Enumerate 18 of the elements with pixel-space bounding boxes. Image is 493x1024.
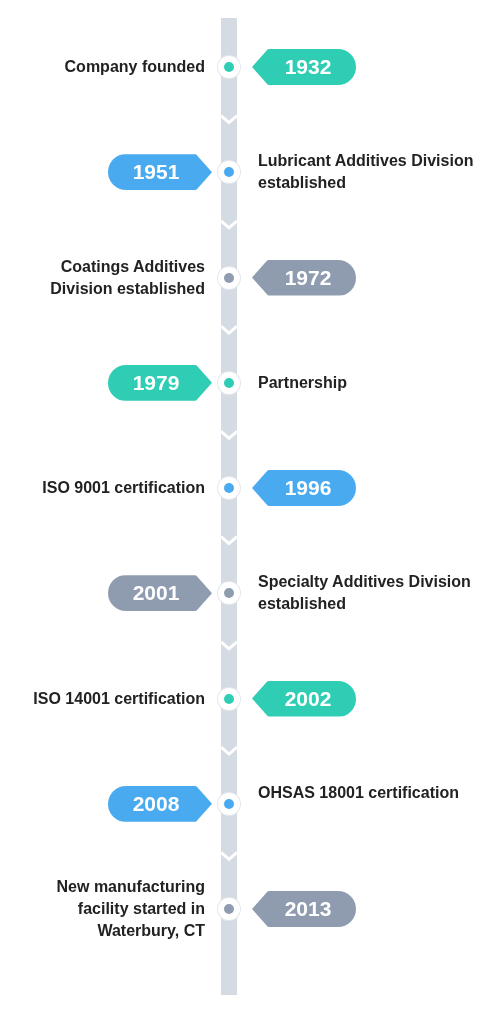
year-tag: 2001	[108, 575, 212, 612]
event-description: New manufacturing facility started in Waterbury, CT	[55, 877, 205, 941]
year-tag: 1972	[252, 259, 356, 296]
year-tag: 1951	[108, 154, 212, 191]
year-tag: 1979	[108, 364, 212, 401]
year-tag: 2008	[108, 785, 212, 822]
event-description: OHSAS 18001 certification	[258, 782, 460, 803]
event-description: Specialty Additives Division established	[258, 572, 472, 615]
event-description: Coatings Additives Division established	[49, 256, 205, 299]
event-description: Company founded	[63, 57, 205, 77]
event-description: Lubricant Additives Division established	[258, 151, 475, 194]
event-description: Partnership	[258, 372, 348, 393]
event-description: ISO 9001 certification	[41, 478, 205, 498]
year-tag: 2002	[252, 680, 356, 717]
event-description: ISO 14001 certification	[32, 688, 205, 709]
year-tag: 1996	[252, 470, 356, 506]
year-tag: 2013	[252, 891, 356, 927]
year-tag: 1932	[252, 49, 356, 85]
